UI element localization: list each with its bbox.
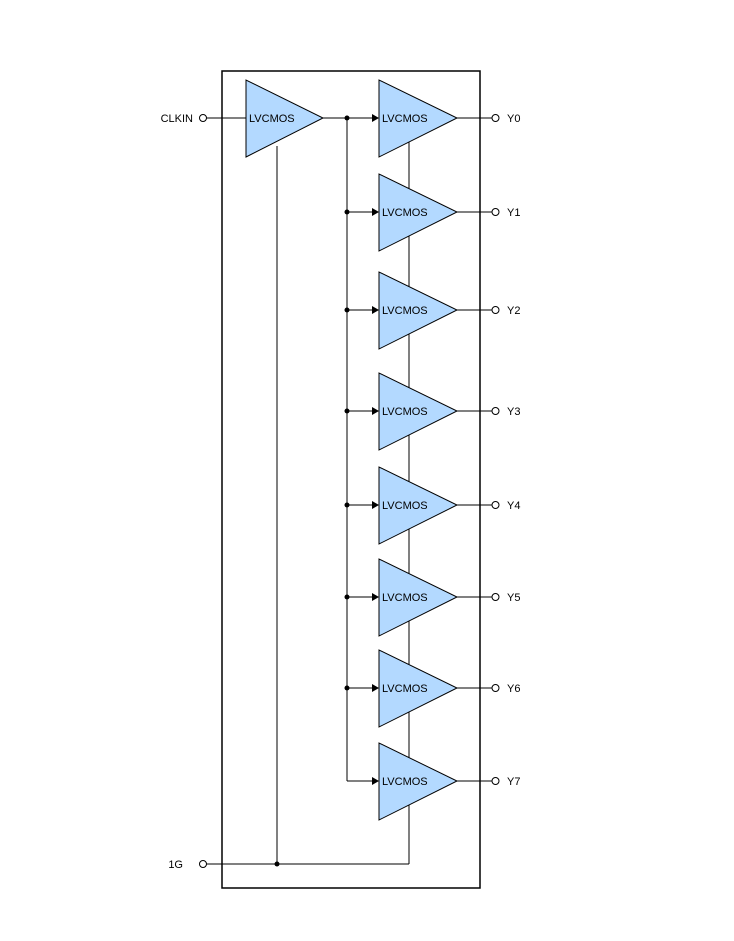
branch-arrow-4: [372, 501, 379, 509]
branch-arrow-6: [372, 684, 379, 692]
input-buffer: LVCMOS: [245, 79, 325, 158]
clkin-pin: CLKIN: [161, 113, 246, 125]
output-pin-circle-1: [491, 208, 500, 216]
output-pin-label-5: Y5: [507, 592, 520, 604]
output-pin-circle-7: [491, 777, 500, 785]
output-buffer-label-2: LVCMOS: [382, 305, 428, 317]
enable-label: 1G: [168, 859, 183, 871]
output-pin-label-6: Y6: [507, 683, 520, 695]
branch-arrow-7: [372, 777, 379, 785]
output-pin-circle-0: [491, 114, 500, 122]
clkin-pin-circle: [199, 114, 207, 122]
output-buffer-5: LVCMOS Y5: [344, 558, 520, 637]
output-buffer-label-1: LVCMOS: [382, 207, 428, 219]
output-buffer-4: LVCMOS Y4: [344, 466, 520, 545]
input-buffer-label: LVCMOS: [249, 113, 295, 125]
output-pin-circle-2: [491, 306, 500, 314]
output-pin-circle-3: [491, 407, 500, 415]
output-buffer-triangle-2: [378, 271, 459, 350]
output-buffer-label-3: LVCMOS: [382, 406, 428, 418]
branch-arrow-1: [372, 208, 379, 216]
output-buffer-label-7: LVCMOS: [382, 776, 428, 788]
output-buffer-label-4: LVCMOS: [382, 500, 428, 512]
chip-outline: [221, 70, 481, 889]
output-pin-label-4: Y4: [507, 500, 520, 512]
output-pin-label-2: Y2: [507, 305, 520, 317]
output-buffer-label-6: LVCMOS: [382, 683, 428, 695]
output-pin-circle-5: [491, 593, 500, 601]
enable-pin-circle: [199, 860, 207, 868]
output-buffer-label-0: LVCMOS: [382, 113, 428, 125]
output-buffer-triangle-6: [378, 649, 459, 728]
output-buffer-7: LVCMOS Y7: [347, 742, 520, 821]
output-pin-circle-4: [491, 501, 500, 509]
clkin-label: CLKIN: [161, 113, 193, 125]
input-buffer-triangle: [245, 79, 325, 158]
output-buffer-triangle-1: [378, 173, 459, 252]
output-buffer-0: LVCMOS Y0: [344, 79, 520, 158]
branch-arrow-3: [372, 407, 379, 415]
output-buffer-2: LVCMOS Y2: [344, 271, 520, 350]
output-pin-label-7: Y7: [507, 776, 520, 788]
output-pin-label-3: Y3: [507, 406, 520, 418]
output-pin-circle-6: [491, 684, 500, 692]
branch-arrow-0: [372, 114, 379, 122]
output-buffer-triangle-7: [378, 742, 459, 821]
output-buffer-3: LVCMOS Y3: [344, 372, 520, 451]
output-buffer-triangle-5: [378, 558, 459, 637]
output-buffer-1: LVCMOS Y1: [344, 173, 520, 252]
output-buffer-triangle-0: [378, 79, 459, 158]
output-buffer-triangle-3: [378, 372, 459, 451]
branch-arrow-2: [372, 306, 379, 314]
output-buffer-label-5: LVCMOS: [382, 592, 428, 604]
output-pin-label-0: Y0: [507, 113, 520, 125]
output-buffer-triangle-4: [378, 466, 459, 545]
output-pin-label-1: Y1: [507, 207, 520, 219]
output-buffer-6: LVCMOS Y6: [344, 649, 520, 728]
branch-arrow-5: [372, 593, 379, 601]
